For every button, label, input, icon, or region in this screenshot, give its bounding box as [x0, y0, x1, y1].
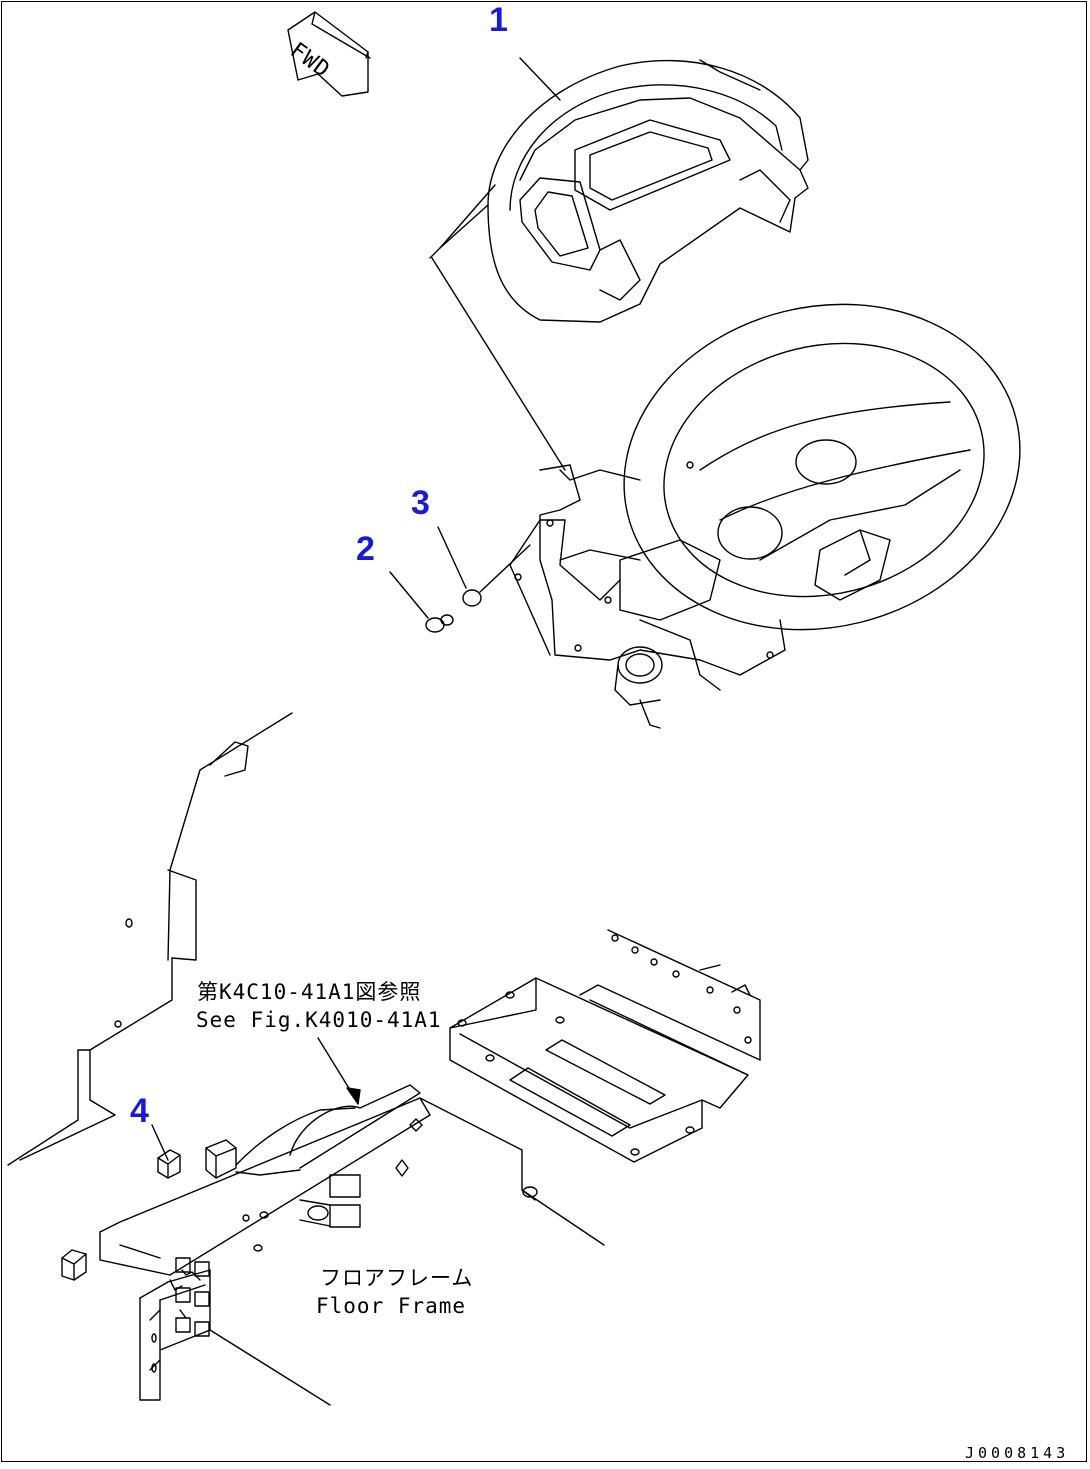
wire-run-drawing	[170, 1270, 200, 1318]
side-panel-drawing	[8, 713, 292, 1165]
callout-3: 3	[411, 484, 430, 522]
callout-leaders	[152, 58, 560, 1160]
drawing-id: J0008143	[965, 1444, 1070, 1462]
harness-drawing	[206, 1038, 420, 1178]
reference-note-jp: 第K4C10-41A1図参照	[197, 980, 422, 1004]
steering-wheel-drawing	[589, 263, 1055, 670]
steering-cover-drawing	[430, 60, 808, 322]
floor-frame-drawing	[100, 1098, 604, 1405]
floor-tray-drawing	[450, 930, 760, 1162]
steering-column-drawing	[510, 462, 785, 728]
fwd-arrow-icon	[288, 12, 370, 96]
column-leader	[432, 205, 565, 470]
floor-frame-label-jp: フロアフレーム	[320, 1266, 474, 1290]
bolt-and-washer-drawing	[426, 545, 530, 632]
callout-2: 2	[356, 530, 375, 568]
clip-drawing	[62, 1150, 180, 1280]
floor-frame-label-en: Floor Frame	[316, 1294, 467, 1318]
callout-1: 1	[489, 1, 508, 39]
reference-note-en: See Fig.K4010-41A1	[196, 1008, 442, 1032]
callout-4: 4	[130, 1092, 149, 1130]
